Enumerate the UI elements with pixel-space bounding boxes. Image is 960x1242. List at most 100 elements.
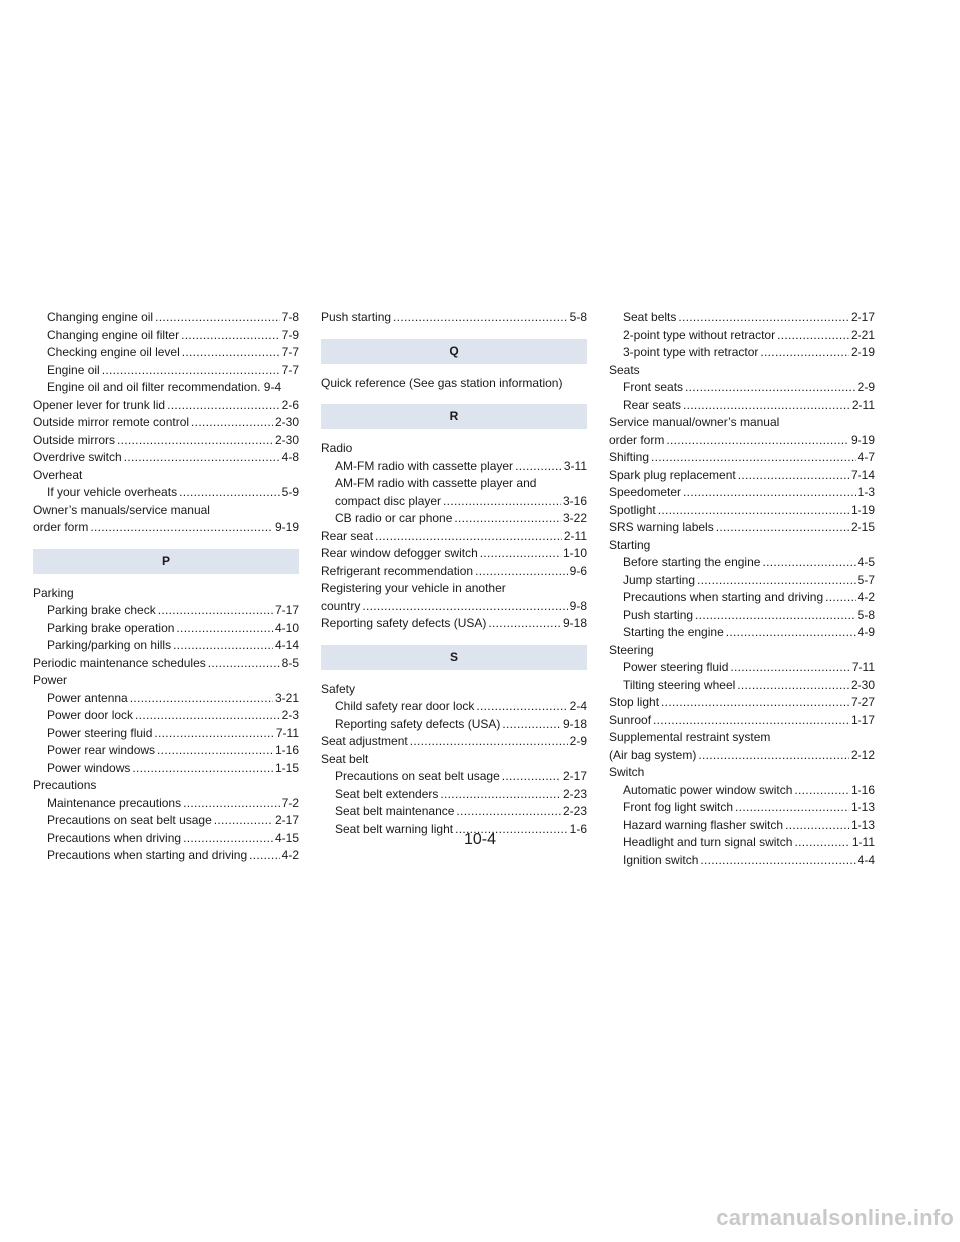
dot-leader [700,852,855,870]
entry-page-ref: 2-23 [562,804,587,818]
dot-leader [181,327,280,345]
entry-page-ref: 2-6 [281,397,299,412]
dot-leader [658,502,849,520]
dot-leader [124,449,280,467]
entry-page-ref: 1-11 [851,835,875,849]
dot-leader [456,803,561,821]
index-entry-heading: Seat belt [321,751,369,766]
dot-leader [502,768,561,786]
dot-leader [155,309,280,327]
index-entry-heading: Owner’s manuals/service manual [33,502,210,517]
entry-page-ref: 9-18 [562,616,587,630]
entry-page-ref: 2-17 [850,310,875,324]
index-entry: order form9-19 [609,432,875,450]
dot-leader [362,598,567,616]
index-column-3: Seat belts 2-17 2-point type without retra… [609,309,875,869]
entry-label: Reporting safety defects (USA) [335,716,501,731]
dot-leader [825,589,856,607]
index-entry: Speedometer1-3 [609,484,875,502]
index-subentry: 3-point type with retractor2-19 [609,344,875,362]
index-subentry: Precautions when starting and driving4-2 [609,589,875,607]
entry-page-ref: 1-13 [850,800,875,814]
entry-page-ref: 4-4 [857,852,875,867]
index-entry: Rear window defogger switch1-10 [321,545,587,563]
dot-leader [685,379,856,397]
index-subentry: Engine oil7-7 [33,362,299,380]
index-entry: Periodic maintenance schedules8-5 [33,655,299,673]
entry-label: Seat belt warning light [335,821,454,836]
entry-page-ref: 1-13 [850,817,875,832]
entry-label: Opener lever for trunk lid [33,397,166,412]
section-letter-header: P [33,548,299,574]
entry-page-ref: 4-10 [274,620,299,635]
index-subentry: Changing engine oil filter7-9 [33,327,299,345]
index-subentry: Push starting5-8 [609,607,875,625]
index-subentry: Seat belt warning light1-6 [321,821,587,839]
entry-label: Power antenna [47,690,128,705]
index-subentry: Maintenance precautions7-2 [33,795,299,813]
page-number: 10-4 [463,831,497,848]
entry-label: Spark plug replacement [609,467,736,482]
index-subentry-text: Engine oil and oil filter recommendation… [47,380,282,394]
dot-leader [737,677,849,695]
entry-label: Jump starting [623,572,696,587]
entry-label: 2-point type without retractor [623,327,776,342]
index-entry: Push starting5-8 [321,309,587,327]
dot-leader [249,847,280,865]
entry-page-ref: 4-5 [857,555,875,569]
dot-leader [393,309,568,327]
index-entry-heading: Power [33,673,68,687]
index-entry-heading: Precautions [33,778,97,792]
section-letter-header: R [321,404,587,429]
entry-page-ref: 1-16 [274,743,299,757]
entry-page-ref: 2-30 [850,677,875,692]
entry-label: Checking engine oil level [47,345,180,359]
entry-label: Power steering fluid [623,660,729,674]
index-subentry: Front seats 2-9 [609,379,875,397]
index-subentry: Hazard warning flasher switch1-13 [609,817,875,835]
dot-leader [651,449,856,467]
entry-label: Seat belts [623,310,677,324]
entry-label: Rear seats [623,397,682,412]
entry-page-ref: 3-22 [562,511,587,525]
entry-page-ref: 5-8 [857,607,875,622]
dot-leader [726,624,856,642]
entry-label: Power windows [47,760,131,775]
entry-label: Maintenance precautions [47,795,182,810]
index-entry: Outside mirror remote control2-30 [33,414,299,432]
entry-label: SRS warning labels [609,520,714,534]
entry-label: Parking brake check [47,603,156,617]
index-subentry: Starting the engine4-9 [609,624,875,642]
entry-page-ref: 8-5 [281,655,299,670]
entry-label: Starting the engine [623,625,724,639]
dot-leader [90,519,273,537]
entry-label: Parking/parking on hills [47,638,172,652]
entry-page-ref: 9-6 [569,563,587,578]
entry-label: Front seats [623,380,684,394]
entry-page-ref: 2-9 [857,380,875,394]
index-subentry: Power steering fluid7-11 [33,725,299,743]
index-subentry: Child safety rear door lock2-4 [321,698,587,716]
entry-label: Refrigerant recommendation [321,563,474,578]
entry-label: Seat belt maintenance [335,804,455,818]
dot-leader [735,799,849,817]
entry-page-ref: 1-16 [850,782,875,797]
index-entry: Spark plug replacement7-14 [609,467,875,485]
dot-leader [678,309,849,327]
entry-label: Headlight and turn signal switch [623,835,793,849]
entry-page-ref: 7-17 [274,603,299,617]
entry-label: Changing engine oil [47,310,154,324]
dot-leader [167,397,280,415]
entry-page-ref: 2-11 [851,397,875,412]
index-entry-heading: Service manual/owner’s manual [609,415,780,429]
entry-page-ref: 2-17 [562,769,587,783]
entry-label: Engine oil [47,362,100,377]
entry-page-ref: 7-11 [851,660,875,674]
entry-label: Spotlight [609,502,656,517]
index-entry-heading: Overheat [33,467,83,482]
dot-leader [730,659,849,677]
index-subentry: Tilting steering wheel2-30 [609,677,875,695]
entry-label: Child safety rear door lock [335,699,475,713]
entry-label: Rear seat [321,528,374,543]
